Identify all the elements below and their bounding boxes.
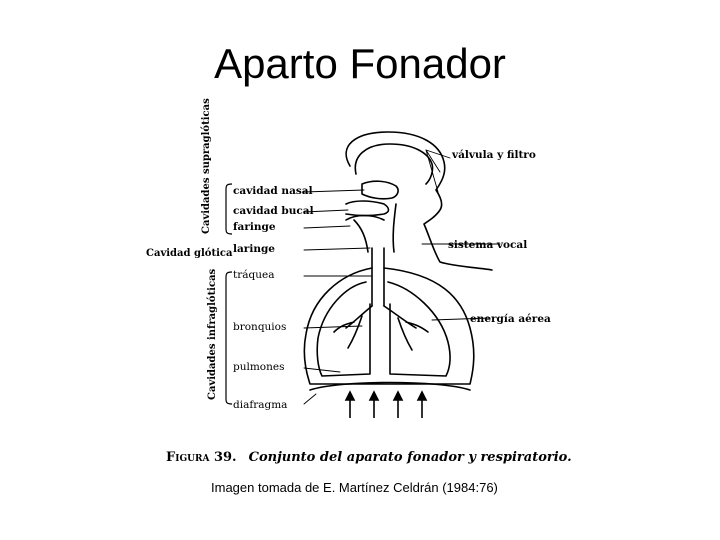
label-bucal: cavidad bucal <box>233 205 314 217</box>
figure-caption-text: Conjunto del aparato fonador y respirato… <box>248 450 572 465</box>
figure-caption: Figura 39. Conjunto del aparato fonador y… <box>166 450 572 465</box>
label-supraglottic-group: Cavidades supraglóticas <box>201 98 212 234</box>
label-traquea: tráquea <box>233 269 275 281</box>
right-lung <box>387 281 451 377</box>
label-laringe: laringe <box>233 243 275 255</box>
image-credit: Imagen tomada de E. Martínez Celdrán (19… <box>211 480 498 495</box>
label-bronquios: bronquios <box>233 321 287 333</box>
tongue-shape <box>345 214 385 221</box>
respiratory-diagram: Cavidades supraglóticas Cavidad glótica … <box>140 98 560 428</box>
diagram-drawing <box>225 131 501 418</box>
oral-cavity-shape <box>345 200 390 217</box>
label-energia: energía aérea <box>470 313 551 325</box>
label-glottic-group: Cavidad glótica <box>146 248 233 259</box>
label-infraglottic-group: Cavidades infraglóticas <box>207 268 218 400</box>
group-brackets <box>225 183 233 405</box>
label-nasal: cavidad nasal <box>233 185 313 197</box>
diaphragm-line <box>309 381 471 391</box>
pointer-lines <box>303 149 501 405</box>
left-lung <box>316 281 371 377</box>
bronchi-right <box>383 305 429 351</box>
head-inner <box>354 143 434 185</box>
label-diafragma: diafragma <box>233 399 288 411</box>
head-outline <box>345 131 493 271</box>
air-flow-arrows <box>344 390 428 418</box>
slide-title: Aparto Fonador <box>214 40 506 87</box>
label-pulmones: pulmones <box>233 361 285 373</box>
thorax-outline <box>303 267 475 385</box>
neck-front <box>353 219 369 253</box>
label-sistema: sistema vocal <box>448 239 528 251</box>
nasal-cavity-shape <box>361 180 399 200</box>
label-valvula: válvula y filtro <box>452 149 536 161</box>
label-faringe: faringe <box>233 221 276 233</box>
figure-number: Figura 39. <box>166 450 237 465</box>
neck-back <box>392 203 397 253</box>
